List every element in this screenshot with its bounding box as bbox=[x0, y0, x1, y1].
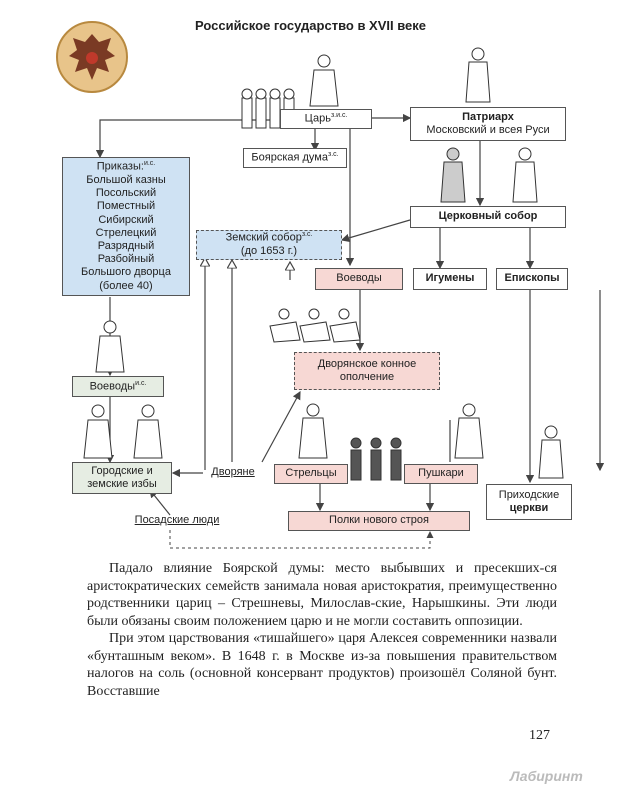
page-number: 127 bbox=[529, 728, 550, 743]
prikazy-sup: и.с. bbox=[143, 160, 156, 168]
paragraph: Падало влияние Боярской думы: место выбы… bbox=[87, 561, 557, 629]
duma-sup: з.с. bbox=[327, 151, 339, 159]
prikaz-item: Большой казны bbox=[86, 174, 166, 187]
patriarch-title: Патриарх bbox=[462, 110, 514, 123]
paragraph: При этом царствования «тишайшего» царя А… bbox=[87, 631, 557, 699]
page-title: Российское государство в XVII веке bbox=[195, 18, 427, 33]
patriarch-box: Патриарх Московский и всея Руси bbox=[410, 107, 566, 141]
prikaz-item: (более 40) bbox=[99, 279, 153, 292]
izby-line2: земские избы bbox=[87, 478, 157, 490]
tsar-sup: з.и.с. bbox=[330, 112, 348, 120]
prikazy-box: Приказы:и.с. Большой казны Посольский По… bbox=[62, 157, 190, 296]
prikazy-heading: Приказы: bbox=[96, 160, 144, 173]
monk-figure bbox=[512, 147, 538, 203]
duma-label: Боярская дума bbox=[251, 151, 328, 164]
bishop-figure bbox=[440, 147, 466, 203]
episkopy-box: Епископы bbox=[496, 268, 568, 290]
voevody-left-box: Воеводыи.с. bbox=[72, 376, 164, 397]
voevody-top-box: Воеводы bbox=[315, 268, 403, 290]
body-text: Падало влияние Боярской думы: место выбы… bbox=[87, 560, 557, 700]
cavalry-line2: ополчение bbox=[339, 371, 395, 383]
patriarch-subtitle: Московский и всея Руси bbox=[426, 124, 550, 136]
priest-figure bbox=[538, 425, 564, 479]
igumeny-label: Игумены bbox=[425, 272, 475, 285]
streltsy-label: Стрельцы bbox=[285, 467, 337, 480]
tsar-box: Царьз.и.с. bbox=[280, 109, 372, 129]
pushkari-label: Пушкари bbox=[418, 467, 464, 480]
streltsy-figure bbox=[298, 403, 328, 459]
cavalry-militia-box: Дворянское конное ополчение bbox=[294, 352, 440, 390]
parish-line1: Приходские bbox=[498, 488, 560, 501]
prikaz-item: Большого дворца bbox=[81, 266, 171, 279]
townspeople-figures bbox=[83, 404, 163, 459]
prikaz-item: Разбойный bbox=[97, 253, 155, 266]
voevody-left-sup: и.с. bbox=[135, 379, 147, 387]
town-huts-box: Городские и земские избы bbox=[72, 462, 172, 494]
zemsky-sup: з.с. bbox=[301, 231, 313, 239]
pushkari-box: Пушкари bbox=[404, 464, 478, 484]
tsar-label: Царь bbox=[304, 112, 331, 125]
prikaz-item: Посольский bbox=[95, 187, 157, 200]
prikaz-item: Разрядный bbox=[97, 240, 155, 253]
parish-churches-box: Приходские церкви bbox=[486, 484, 572, 520]
soldiers-figures bbox=[350, 437, 402, 481]
zemsky-date: (до 1653 г.) bbox=[240, 245, 298, 258]
dvoryane-label-box: Дворяне bbox=[204, 464, 262, 482]
voevody-top-label: Воеводы bbox=[336, 272, 382, 285]
diagram-connectors bbox=[95, 113, 605, 549]
dvoryane-label: Дворяне bbox=[211, 466, 255, 479]
voevoda-figure bbox=[95, 320, 125, 373]
voevody-left-label: Воеводы bbox=[89, 380, 136, 393]
posad-people-label-box: Посадские люди bbox=[122, 512, 232, 530]
church-council-label: Церковный собор bbox=[438, 210, 538, 223]
tsar-figure bbox=[309, 54, 339, 107]
izby-line1: Городские и bbox=[91, 464, 153, 477]
boyar-duma-box: Боярская думаз.с. bbox=[243, 148, 347, 168]
episkopy-label: Епископы bbox=[504, 272, 560, 285]
posad-label: Посадские люди bbox=[134, 514, 220, 527]
cavalry-line1: Дворянское конное bbox=[317, 357, 417, 370]
igumeny-box: Игумены bbox=[413, 268, 487, 290]
double-headed-eagle-emblem bbox=[56, 21, 128, 93]
zemsky-sobor-box: Земский соборз.с. (до 1653 г.) bbox=[196, 230, 342, 260]
prikaz-item: Сибирский bbox=[98, 213, 154, 226]
new-order-regiments-box: Полки нового строя bbox=[288, 511, 470, 531]
polki-label: Полки нового строя bbox=[329, 514, 429, 527]
prikaz-item: Стрелецкий bbox=[95, 226, 157, 239]
parish-line2: церкви bbox=[509, 502, 549, 514]
zemsky-label: Земский собор bbox=[225, 232, 302, 245]
patriarch-figure bbox=[465, 47, 491, 103]
prikaz-item: Поместный bbox=[96, 200, 156, 213]
streltsy-box: Стрельцы bbox=[274, 464, 348, 484]
cavalry-figures bbox=[269, 308, 361, 343]
church-council-box: Церковный собор bbox=[410, 206, 566, 228]
watermark: Лабиринт bbox=[510, 768, 583, 784]
pushkar-figure bbox=[454, 403, 484, 459]
